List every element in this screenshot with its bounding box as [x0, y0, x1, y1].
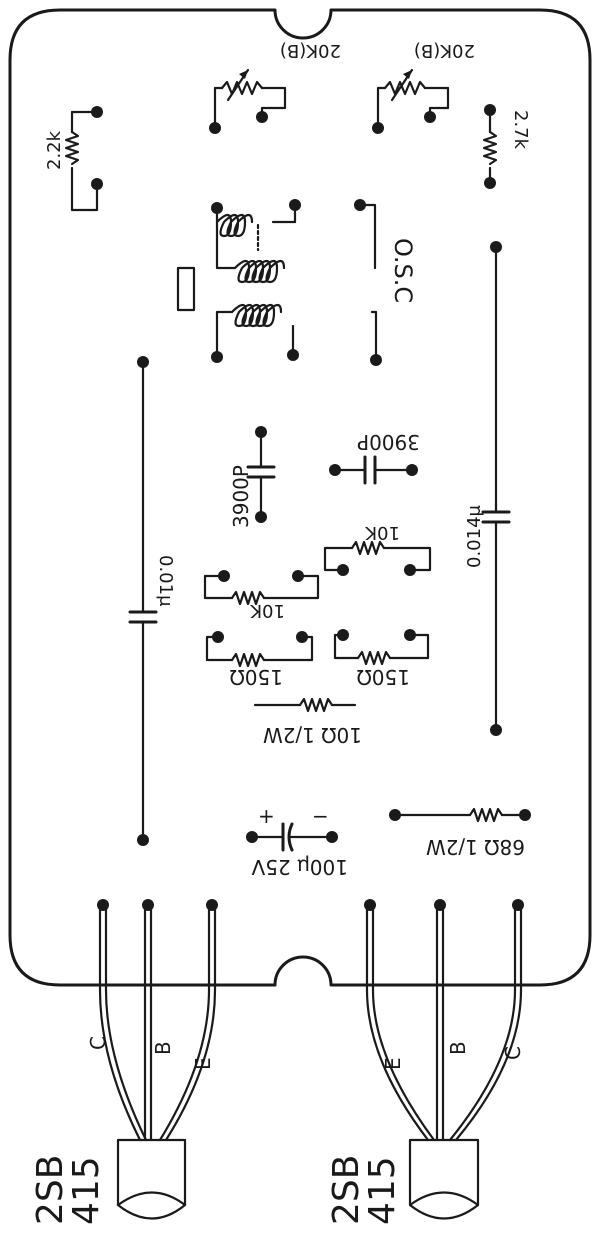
core-slot: [176, 266, 196, 312]
label-2k7: 2.7k: [510, 110, 531, 150]
label-001u: 0.01μ: [155, 555, 176, 607]
t2-lead-b: B: [446, 1041, 470, 1055]
capacitor-100u-25v: + − 100μ 25V: [246, 804, 348, 879]
resistor-2k7: 2.7k: [482, 104, 531, 189]
resistor-150-a: 150Ω: [205, 631, 314, 689]
plus-sign: +: [258, 804, 275, 828]
t2-lead-c: C: [501, 1046, 525, 1060]
capacitor-3900p-a: 3900P: [229, 426, 276, 528]
label-68-half-watt: 68Ω 1/2W: [426, 835, 525, 859]
capacitor-3900p-b: 3900P: [329, 430, 420, 485]
label-10-half-watt: 10Ω 1/2W: [263, 723, 362, 747]
label-pot-2: 20K(B): [414, 40, 475, 61]
resistor-68-half-watt: 68Ω 1/2W: [389, 807, 531, 859]
transistor-2-body: [408, 1138, 480, 1220]
resistor-10-half-watt: 10Ω 1/2W: [253, 697, 362, 747]
t1-lead-b: B: [151, 1041, 175, 1055]
potentiometer-2: 20K(B): [372, 40, 475, 134]
t1-part-number: 2SB415: [30, 1155, 107, 1225]
t1-lead-c: C: [86, 1036, 110, 1050]
transistor-2: E B C 2SB415: [326, 899, 525, 1225]
board-outline: [8, 8, 592, 987]
label-0014u: 0.014μ: [464, 504, 485, 568]
resistor-10k-b: 10K: [203, 570, 320, 621]
capacitor-0014u: 0.014μ: [464, 241, 511, 736]
resistor-10k-a: 10K: [323, 522, 432, 576]
t1-lead-e: E: [191, 1057, 215, 1070]
resistor-2k2: 2.2k: [44, 106, 103, 212]
minus-sign: −: [312, 804, 329, 828]
transistor-1-body: [116, 1138, 187, 1220]
label-150-b: 150Ω: [357, 665, 410, 689]
label-10k-b: 10K: [249, 600, 285, 621]
resistor-150-b: 150Ω: [333, 629, 430, 689]
label-3900p-a: 3900P: [229, 465, 253, 528]
t2-part-number: 2SB415: [326, 1155, 403, 1225]
label-3900p-b: 3900P: [357, 430, 420, 454]
label-2k2: 2.2k: [44, 130, 65, 170]
transistor-1: C B E 2SB415: [30, 899, 218, 1225]
t2-lead-e: E: [381, 1057, 405, 1070]
osc-transformer: O.S.C: [176, 199, 417, 366]
label-150-a: 150Ω: [230, 665, 283, 689]
potentiometer-1: 20K(B): [209, 40, 341, 134]
label-pot-1: 20K(B): [280, 40, 341, 61]
label-osc: O.S.C: [389, 238, 417, 303]
label-100u-25v: 100μ 25V: [251, 855, 348, 879]
capacitor-001u: 0.01μ: [128, 356, 176, 846]
label-10k-a: 10K: [364, 522, 400, 543]
